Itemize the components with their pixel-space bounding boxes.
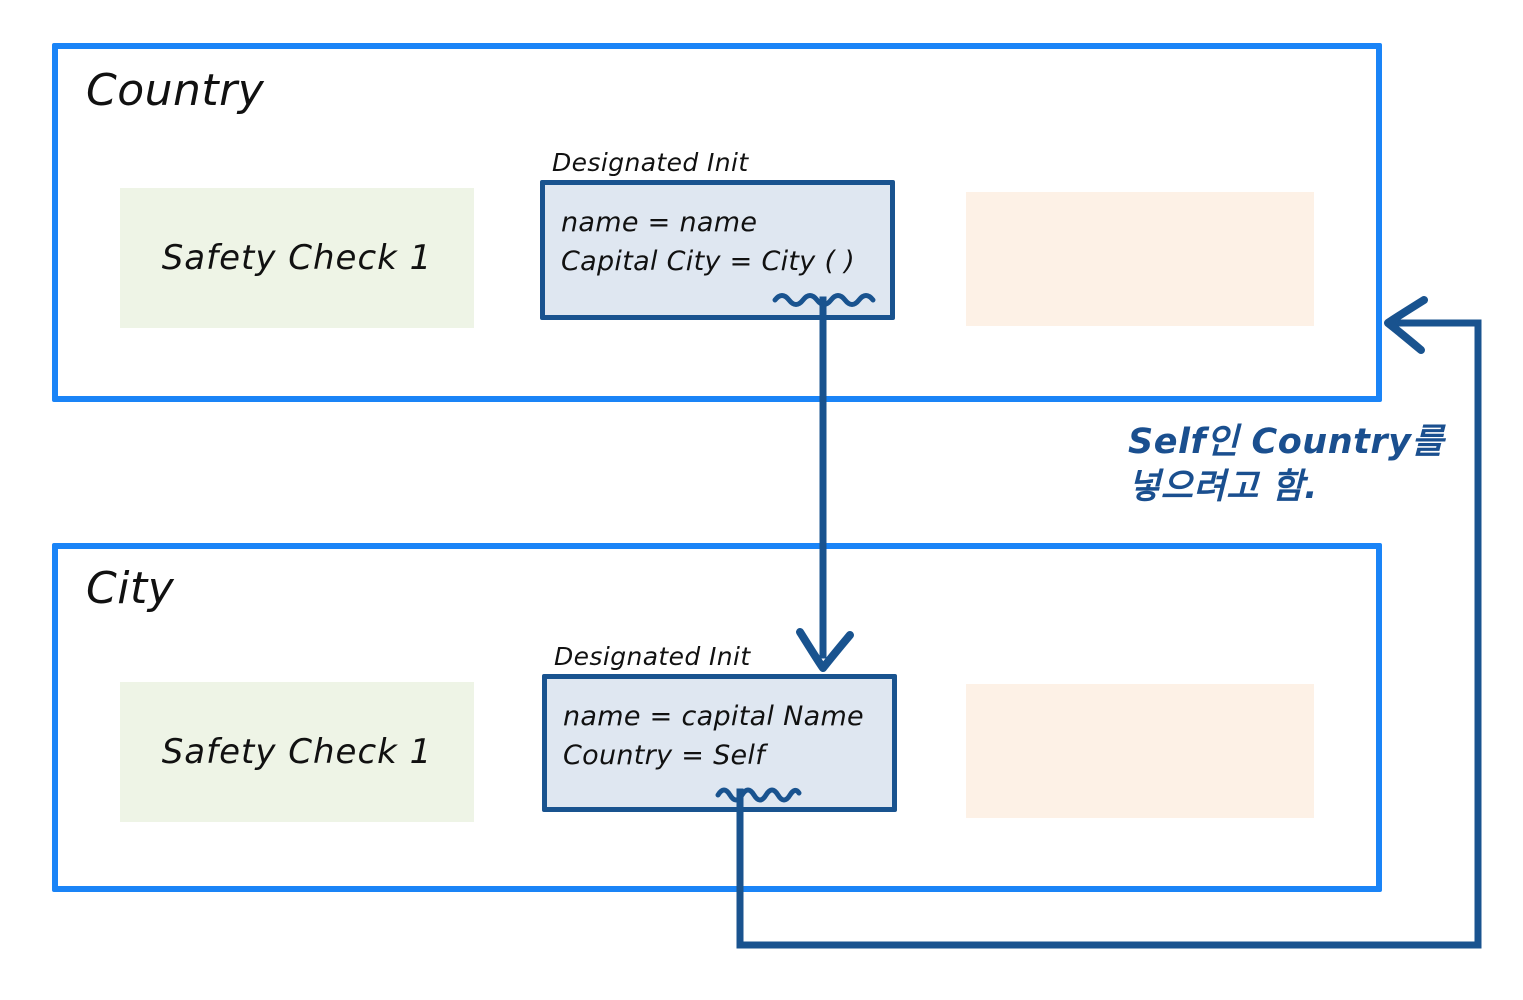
city-safety-check-slot: Safety Check 1 [120, 682, 474, 822]
city-init-line-2-assignee: Country = [563, 740, 714, 772]
country-safety-check-slot: Safety Check 1 [120, 188, 474, 328]
city-init-line-1-assignee: name = [563, 701, 682, 732]
city-safety-check-label: Safety Check 1 [161, 732, 433, 772]
country-designated-init-group: Designated Init name = name Capital City… [540, 148, 895, 320]
annotation-note: Self인 Country를 넣으려고 함. [1128, 420, 1444, 510]
city-designated-init-box: name = capital Name Country = Self [542, 674, 897, 812]
city-init-line-2-value: Self [713, 740, 766, 772]
city-designated-init-caption: Designated Init [554, 642, 751, 671]
country-designated-init-box: name = name Capital City = City ( ) [540, 180, 895, 320]
class-title-country: Country [86, 65, 265, 116]
city-designated-init-group: Designated Init name = capital Name Coun… [542, 642, 897, 812]
country-init-line-2-assignee: Capital City = [561, 246, 762, 278]
city-init-line-2: Country = Self [563, 736, 892, 775]
city-init-line-1: name = capital Name [563, 697, 892, 736]
city-init-line-1-value: capital Name [681, 701, 864, 732]
country-init-line-2-value: City ( ) [761, 246, 856, 278]
annotation-line-1: Self인 Country를 [1128, 422, 1445, 462]
squiggle-underline-city-call [772, 293, 876, 307]
country-init-line-2: Capital City = City ( ) [561, 242, 890, 281]
country-safety-check-label: Safety Check 1 [161, 238, 433, 278]
city-extra-slot [966, 684, 1314, 818]
country-init-line-1: name = name [561, 207, 758, 238]
country-extra-slot [966, 192, 1314, 326]
class-title-city: City [86, 563, 175, 614]
annotation-line-2: 넣으려고 함. [1128, 466, 1318, 507]
squiggle-underline-self-reference [715, 787, 802, 803]
country-designated-init-caption: Designated Init [552, 148, 749, 177]
